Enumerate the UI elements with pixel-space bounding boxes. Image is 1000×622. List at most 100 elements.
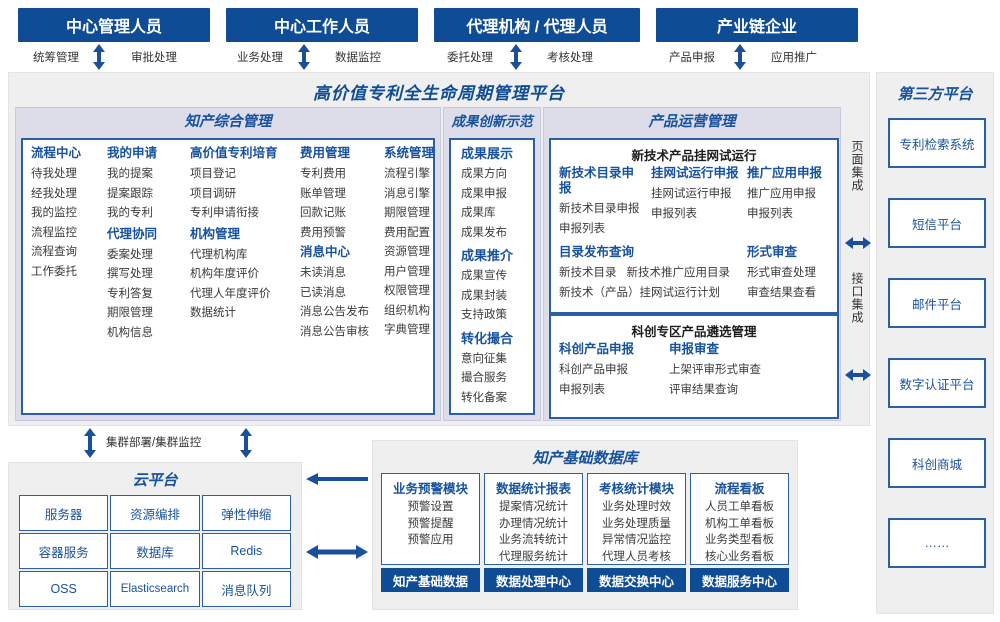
col-item[interactable]: 机构信息 <box>107 326 153 339</box>
col-item[interactable]: 专利答复 <box>107 287 153 300</box>
col-item[interactable]: 撮合服务 <box>461 372 507 384</box>
col-item[interactable]: 上架评审形式审查 <box>669 364 761 376</box>
kdb-card-item[interactable]: 机构工单看板 <box>705 517 774 530</box>
cloud-item-redis[interactable]: Redis <box>201 533 291 569</box>
cloud-item-orchestration[interactable]: 资源编排 <box>110 495 200 531</box>
col-item[interactable]: 流程查询 <box>31 246 77 258</box>
col-item[interactable]: 字典管理 <box>384 324 430 336</box>
col-item[interactable]: 账单管理 <box>300 187 346 200</box>
col-item[interactable]: 我的监控 <box>31 207 77 219</box>
col-item[interactable]: 用户管理 <box>384 265 430 278</box>
col-item[interactable]: 流程引擎 <box>384 168 430 180</box>
col-item[interactable]: 申报列表 <box>559 222 605 235</box>
kdb-card-item[interactable]: 办理情况统计 <box>499 517 568 530</box>
kdb-card-item[interactable]: 异常情况监控 <box>602 534 671 546</box>
col-item[interactable]: 未读消息 <box>300 267 346 279</box>
col-item[interactable]: 经我处理 <box>31 187 77 200</box>
cloud-item-oss[interactable]: OSS <box>19 571 109 607</box>
col-item[interactable]: 资源管理 <box>384 246 430 258</box>
col-item[interactable]: 数据统计 <box>190 307 236 319</box>
col-item[interactable]: 费用预警 <box>300 226 346 239</box>
col-item[interactable]: 成果申报 <box>461 187 507 200</box>
cloud-item-container[interactable]: 容器服务 <box>19 533 109 569</box>
col-item[interactable]: 提案跟踪 <box>107 187 153 200</box>
third-party-item-email[interactable]: 邮件平台 <box>888 278 986 328</box>
col-item[interactable]: 挂网试运行申报 <box>651 188 732 200</box>
col-item[interactable]: 权限管理 <box>384 285 430 297</box>
col-item[interactable]: 申报列表 <box>747 207 793 220</box>
col-item[interactable]: 成果封装 <box>461 289 507 302</box>
role-box-1[interactable]: 中心工作人员 <box>226 8 418 42</box>
kdb-foot-service-center[interactable]: 数据服务中心 <box>690 568 789 592</box>
col-item[interactable]: 项目调研 <box>190 187 236 200</box>
col-item[interactable]: 专利申请衔接 <box>190 207 259 219</box>
col-item[interactable]: 专利费用 <box>300 168 346 180</box>
col-item[interactable]: 费用配置 <box>384 226 430 239</box>
col-item[interactable]: 意向征集 <box>461 352 507 365</box>
col-item[interactable]: 成果宣传 <box>461 270 507 282</box>
col-item[interactable]: 转化备案 <box>461 391 507 404</box>
kdb-card-item[interactable]: 核心业务看板 <box>705 550 774 563</box>
third-party-item-more[interactable]: …… <box>888 518 986 568</box>
kdb-card-item[interactable]: 业务处理时效 <box>602 501 671 513</box>
col-item[interactable]: 消息公告审核 <box>300 325 369 338</box>
col-item[interactable]: 期限管理 <box>384 207 430 219</box>
cloud-item-elasticsearch[interactable]: Elasticsearch <box>110 571 200 607</box>
kdb-card-item[interactable]: 代理人员考核 <box>602 550 671 563</box>
third-party-item-sms[interactable]: 短信平台 <box>888 198 986 248</box>
role-box-0[interactable]: 中心管理人员 <box>18 8 210 42</box>
kdb-card-item[interactable]: 业务类型看板 <box>705 534 774 546</box>
col-item[interactable]: 期限管理 <box>107 307 153 319</box>
kdb-card-item[interactable]: 预警设置 <box>407 501 454 513</box>
col-item[interactable]: 流程监控 <box>31 226 77 239</box>
kdb-foot-exchange-center[interactable]: 数据交换中心 <box>587 568 686 592</box>
col-item[interactable]: 代理机构库 <box>190 248 248 261</box>
col-item[interactable]: 新技术目录 <box>559 267 617 279</box>
kdb-card-item[interactable]: 业务处理质量 <box>602 517 671 530</box>
col-item[interactable]: 新技术推广应用目录 <box>626 267 731 279</box>
col-item[interactable]: 回款记账 <box>300 207 346 219</box>
third-party-item-sci-mall[interactable]: 科创商城 <box>888 438 986 488</box>
col-item[interactable]: 我的提案 <box>107 168 153 180</box>
col-item[interactable]: 形式审查处理 <box>747 267 816 279</box>
col-item[interactable]: 支持政策 <box>461 309 507 321</box>
col-item[interactable]: 消息公告发布 <box>300 306 369 318</box>
role-box-3[interactable]: 产业链企业 <box>656 8 858 42</box>
col-item[interactable]: 组织机构 <box>384 304 430 317</box>
col-item[interactable]: 工作委托 <box>31 265 77 278</box>
col-item[interactable]: 成果库 <box>461 207 496 219</box>
kdb-card-item[interactable]: 提案情况统计 <box>499 501 568 513</box>
col-item[interactable]: 待我处理 <box>31 168 77 180</box>
col-item[interactable]: 代理人年度评价 <box>190 287 271 300</box>
cloud-item-server[interactable]: 服务器 <box>19 495 109 531</box>
third-party-item-patent-search[interactable]: 专利检索系统 <box>888 118 986 168</box>
col-item[interactable]: 科创产品申报 <box>559 364 628 376</box>
col-item[interactable]: 委案处理 <box>107 248 153 261</box>
col-item[interactable]: 我的专利 <box>107 207 153 219</box>
kdb-card-item[interactable]: 业务流转统计 <box>499 534 568 546</box>
col-item[interactable]: 申报列表 <box>651 207 697 220</box>
cloud-item-database[interactable]: 数据库 <box>110 533 200 569</box>
col-item[interactable]: 新技术（产品）挂网试运行计划 <box>559 286 720 299</box>
kdb-card-item[interactable]: 代理服务统计 <box>499 550 568 563</box>
col-item[interactable]: 新技术目录申报 <box>559 203 640 215</box>
kdb-card-item[interactable]: 人员工单看板 <box>705 501 774 513</box>
kdb-card-item[interactable]: 预警应用 <box>407 534 454 546</box>
kdb-card-item[interactable]: 预警提醒 <box>407 517 454 530</box>
cloud-item-mq[interactable]: 消息队列 <box>201 571 291 607</box>
col-item[interactable]: 成果方向 <box>461 168 507 180</box>
col-item[interactable]: 撰写处理 <box>107 268 153 280</box>
role-box-2[interactable]: 代理机构 / 代理人员 <box>434 8 640 42</box>
col-item[interactable]: 成果发布 <box>461 226 507 239</box>
col-item[interactable]: 推广应用申报 <box>747 188 816 200</box>
col-item[interactable]: 申报列表 <box>559 383 605 396</box>
kdb-foot-basic-data[interactable]: 知产基础数据 <box>381 568 480 592</box>
col-item[interactable]: 评审结果查询 <box>669 383 738 396</box>
third-party-item-digital-cert[interactable]: 数字认证平台 <box>888 358 986 408</box>
cloud-item-autoscaling[interactable]: 弹性伸缩 <box>201 495 291 531</box>
col-item[interactable]: 项目登记 <box>190 168 236 180</box>
col-item[interactable]: 审查结果查看 <box>747 286 816 299</box>
col-item[interactable]: 已读消息 <box>300 286 346 299</box>
col-item[interactable]: 消息引擎 <box>384 187 430 200</box>
col-item[interactable]: 机构年度评价 <box>190 268 259 280</box>
